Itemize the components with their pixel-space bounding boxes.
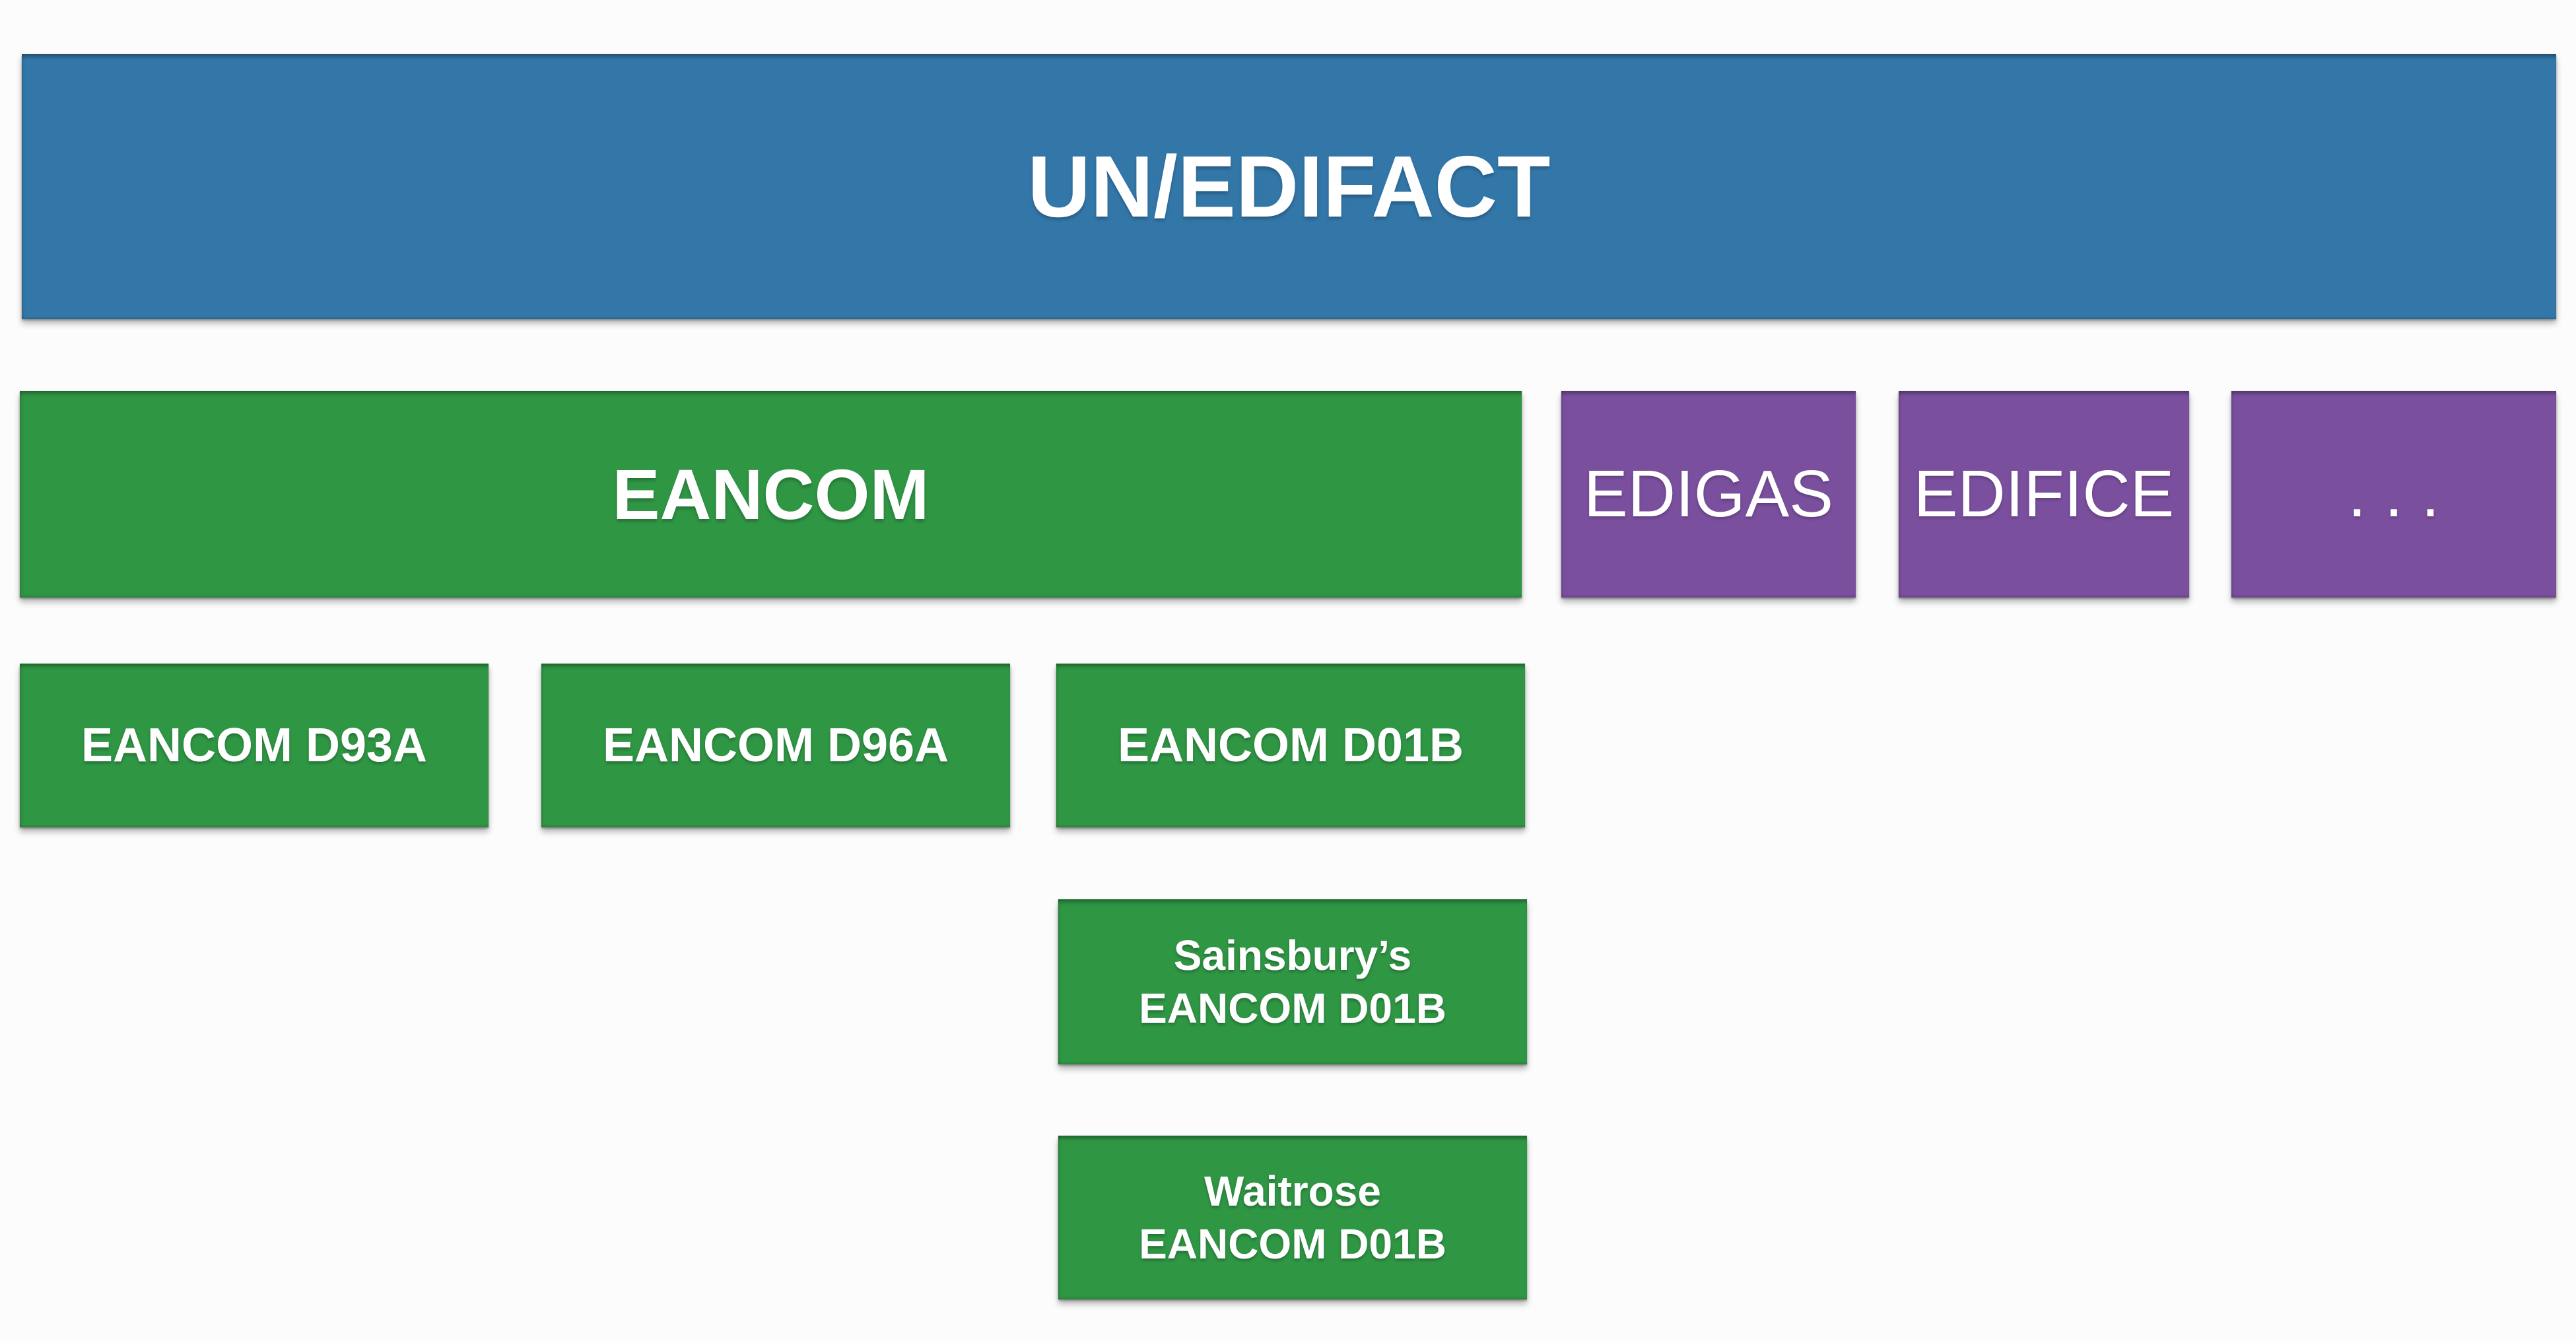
edifice-label: EDIFICE <box>1913 457 2175 531</box>
eancom-d96a-label: EANCOM D96A <box>602 719 949 772</box>
eancom-d01b-box: EANCOM D01B <box>1056 664 1525 827</box>
eancom-d93a-box: EANCOM D93A <box>20 664 489 827</box>
edigas-box: EDIGAS <box>1561 391 1856 598</box>
eancom-d96a-box: EANCOM D96A <box>541 664 1010 827</box>
edigas-label: EDIGAS <box>1584 457 1833 531</box>
eancom-d01b-label: EANCOM D01B <box>1117 719 1464 772</box>
waitrose-line1: Waitrose <box>1204 1167 1381 1215</box>
sainsburys-line1: Sainsbury’s <box>1173 932 1412 979</box>
edifice-box: EDIFICE <box>1899 391 2189 598</box>
eancom-d93a-label: EANCOM D93A <box>81 719 428 772</box>
other-standards-box: . . . <box>2231 391 2556 598</box>
sainsburys-eancom-d01b-box: Sainsbury’s EANCOM D01B <box>1058 899 1527 1064</box>
waitrose-eancom-d01b-box: Waitrose EANCOM D01B <box>1058 1136 1527 1299</box>
eancom-label: EANCOM <box>612 454 930 534</box>
eancom-box: EANCOM <box>20 391 1522 598</box>
other-standards-label: . . . <box>2348 457 2440 531</box>
waitrose-line2: EANCOM D01B <box>1139 1220 1446 1268</box>
unedifact-box: UN/EDIFACT <box>22 54 2556 319</box>
unedifact-label: UN/EDIFACT <box>1027 138 1551 235</box>
sainsburys-line2: EANCOM D01B <box>1139 984 1446 1032</box>
